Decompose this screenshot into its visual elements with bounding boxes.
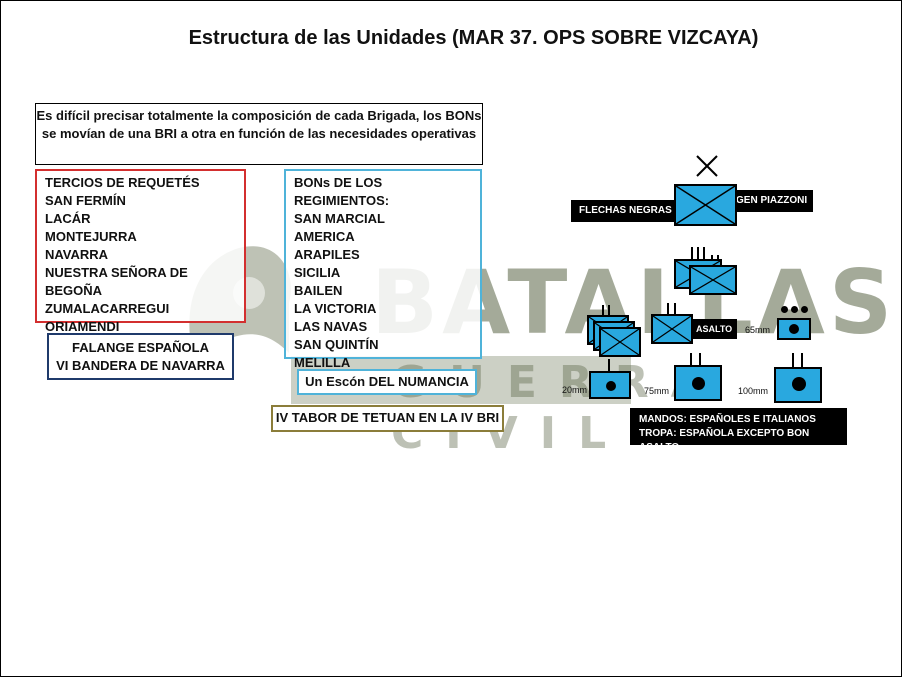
list-item: LA VICTORIA	[294, 301, 377, 316]
caliber-100-label: 100mm	[738, 386, 769, 396]
hq-label: FLECHAS NEGRAS	[571, 200, 681, 222]
echelon-tick	[602, 305, 604, 317]
legend-line-2: TROPA: ESPAÑOLA EXCEPTO BON ASALTO	[639, 428, 810, 453]
echelon-dot	[801, 306, 808, 313]
caliber-65-label: 65mm	[745, 325, 771, 335]
page-title: Estructura de las Unidades (MAR 37. OPS …	[188, 27, 759, 49]
list-item: NAVARRA	[45, 247, 109, 262]
list-item: MELILLA	[294, 355, 351, 370]
echelon-tick	[792, 353, 794, 367]
falange-line-1: FALANGE ESPAÑOLA	[72, 340, 209, 355]
artillery-75mm-icon	[674, 365, 722, 401]
list-item: LACÁR	[45, 211, 91, 226]
requetes-box: TERCIOS DE REQUETÉS SAN FERMÍN LACÁR MON…	[35, 169, 246, 334]
echelon-tick	[608, 305, 610, 317]
echelon-tick	[699, 353, 701, 367]
commander-label: GEN PIAZZONI	[732, 190, 813, 212]
division-marker-icon	[696, 155, 718, 177]
requetes-list: TERCIOS DE REQUETÉS SAN FERMÍN LACÁR MON…	[37, 171, 244, 336]
falange-box: FALANGE ESPAÑOLA VI BANDERA DE NAVARRA	[47, 333, 234, 380]
escon-box: Un Escón DEL NUMANCIA	[297, 369, 477, 395]
list-item: ZUMALACARREGUI	[45, 301, 170, 316]
echelon-dot	[791, 306, 798, 313]
artillery-20mm-icon	[589, 371, 631, 399]
echelon-dot	[781, 306, 788, 313]
list-item: ARAPILES	[294, 247, 360, 262]
list-item: SAN MARCIAL	[294, 211, 385, 226]
artillery-100mm-icon	[774, 367, 822, 403]
caliber-20-label: 20mm	[562, 385, 588, 395]
list-item: SAN FERMÍN	[45, 193, 126, 208]
echelon-tick	[674, 303, 676, 315]
caliber-75-label: 75mm	[644, 386, 670, 396]
list-item: BONs DE LOS REGIMIENTOS:	[294, 175, 390, 208]
list-item: SAN QUINTÍN	[294, 337, 379, 352]
echelon-tick	[667, 303, 669, 315]
list-item: MONTEJURRA	[45, 229, 137, 244]
echelon-tick	[691, 247, 693, 261]
echelon-tick	[801, 353, 803, 367]
falange-line-2: VI BANDERA DE NAVARRA	[56, 358, 225, 373]
echelon-tick	[608, 359, 610, 371]
list-item: BAILEN	[294, 283, 343, 298]
note-box: Es difícil precisar totalmente la compos…	[35, 103, 483, 165]
hq-unit-icon	[674, 184, 737, 226]
tabor-box: IV TABOR DE TETUAN EN LA IV BRI	[271, 405, 504, 432]
regimientos-box: BONs DE LOS REGIMIENTOS: SAN MARCIAL AME…	[284, 169, 482, 370]
list-item: ORIAMENDI	[45, 319, 120, 334]
assault-label: ASALTO	[693, 319, 737, 339]
regimientos-list: BONs DE LOS REGIMIENTOS: SAN MARCIAL AME…	[286, 171, 480, 372]
regiment-unit-icon	[689, 265, 737, 295]
echelon-tick	[697, 247, 699, 261]
list-item: AMERICA	[294, 229, 355, 244]
legend-line-1: MANDOS: ESPAÑOLES E ITALIANOS	[639, 414, 816, 425]
list-item: TERCIOS DE REQUETÉS	[45, 175, 200, 190]
battalion-unit-icon	[599, 327, 641, 357]
legend-box: MANDOS: ESPAÑOLES E ITALIANOS TROPA: ESP…	[630, 408, 847, 453]
list-item: NUESTRA SEÑORA DE BEGOÑA	[45, 265, 188, 298]
list-item: SICILIA	[294, 265, 341, 280]
artillery-65mm-icon	[777, 318, 811, 340]
echelon-tick	[703, 247, 705, 261]
assault-unit-icon	[651, 314, 693, 344]
echelon-tick	[690, 353, 692, 367]
list-item: LAS NAVAS	[294, 319, 368, 334]
